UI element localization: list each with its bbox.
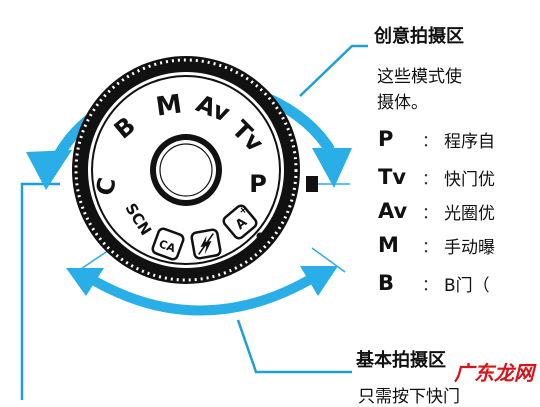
custom-zone-leader-line (20, 182, 60, 400)
creative-zone-arrowhead-right (312, 148, 352, 188)
mode-colon: ： (422, 169, 439, 188)
dial-dot-icon (256, 232, 264, 240)
mode-description: 程序自 (444, 131, 495, 152)
creative-zone-description-line2: 摄体。 (377, 93, 428, 113)
creative-zone-title: 创意拍摄区 (374, 26, 464, 47)
mode-letter: B (378, 271, 395, 295)
mode-description: B门（ (444, 275, 490, 296)
mode-row-m: M ： 手动曝 (378, 232, 495, 258)
mode-dial (72, 56, 300, 284)
mode-letter: Av (378, 199, 408, 223)
mode-description: 快门优 (444, 169, 495, 190)
basic-zone-arc-arrow (83, 271, 319, 316)
dial-label-c: C (91, 176, 122, 198)
mode-row-p: P ： 程序自 (378, 126, 495, 152)
mode-colon: ： (422, 275, 439, 294)
mode-letter: P (378, 127, 394, 151)
mode-colon: ： (422, 237, 439, 256)
basic-zone-description: 只需按下快门 (358, 387, 460, 407)
dial-label-m: M (154, 89, 184, 122)
mode-description: 光圈优 (444, 203, 495, 224)
basic-zone-title: 基本拍摄区 (356, 350, 446, 371)
dial-label-p: P (249, 170, 267, 198)
creative-auto-icon: CA (151, 227, 185, 261)
flash-off-icon (190, 228, 222, 260)
zone-boundary-line-right (311, 247, 346, 273)
creative-zone-arrowhead-left (26, 150, 72, 190)
mode-row-b: B ： B门（ (378, 270, 490, 296)
creative-zone-description-line1: 这些模式使 (377, 67, 462, 87)
mode-colon: ： (422, 203, 439, 222)
basic-zone-arrowhead-left (66, 268, 104, 296)
mode-description: 手动曝 (444, 237, 495, 258)
page-crop-edge (502, 0, 540, 400)
mode-letter: Tv (378, 165, 407, 189)
mode-row-tv: Tv ： 快门优 (378, 164, 495, 190)
svg-text:CA: CA (157, 237, 177, 255)
mode-letter: M (378, 233, 399, 257)
mode-row-av: Av ： 光圈优 (378, 198, 495, 224)
site-watermark: 广东龙网 (454, 361, 534, 385)
basic-zone-leader-line (236, 319, 352, 374)
dial-index-mark (306, 176, 318, 192)
basic-zone-arrowhead-right (300, 266, 338, 296)
creative-zone-leader-line (299, 44, 368, 97)
mode-colon: ： (422, 131, 439, 150)
